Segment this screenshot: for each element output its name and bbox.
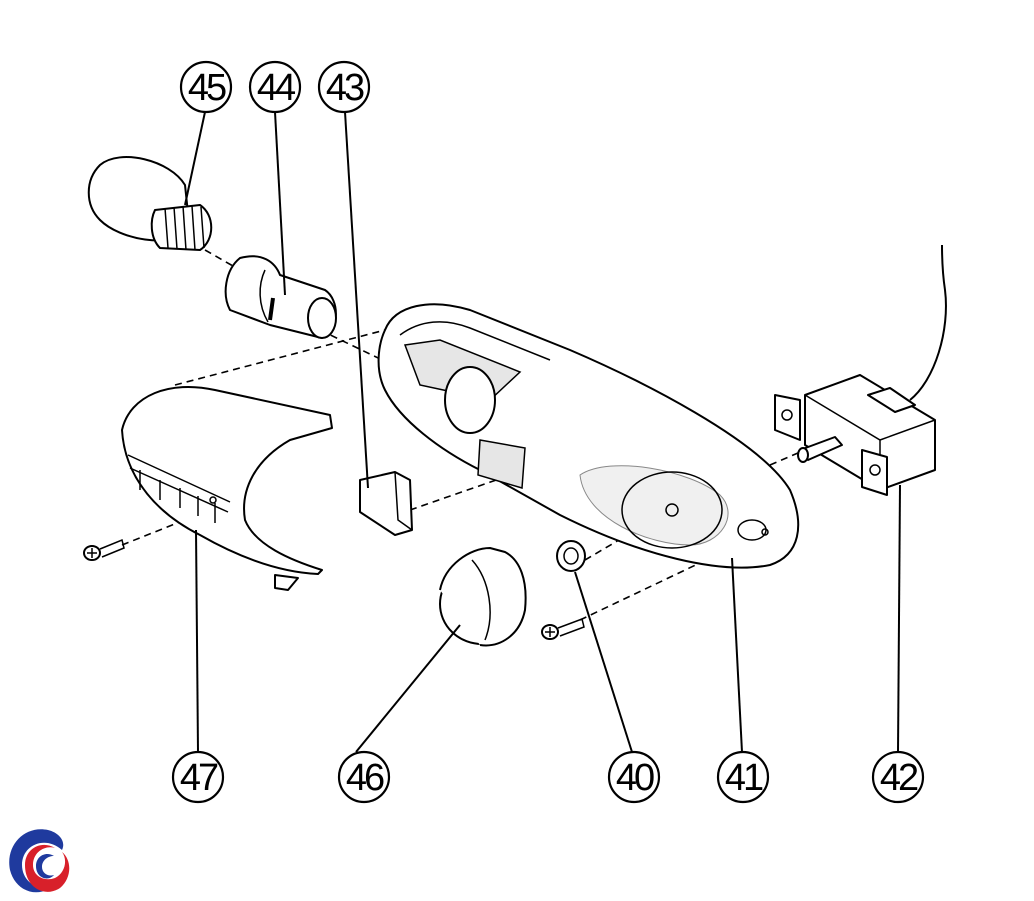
callout-43: 43 [317, 60, 371, 114]
callout-42: 42 [871, 750, 925, 804]
callout-47: 47 [171, 750, 225, 804]
callout-45-label: 45 [188, 67, 226, 109]
callout-45: 45 [179, 60, 233, 114]
callout-40-label: 40 [616, 757, 654, 799]
callout-47-label: 47 [180, 757, 218, 799]
screw-left-part [83, 538, 125, 561]
callout-40: 40 [607, 750, 661, 804]
callout-46: 46 [337, 750, 391, 804]
callout-44: 44 [248, 60, 302, 114]
callout-42-label: 42 [880, 757, 918, 799]
washer-part [556, 540, 586, 572]
lens-part [439, 547, 527, 647]
bulb-part [87, 156, 213, 251]
brand-logo-icon [9, 829, 70, 893]
screw-lower-part [541, 618, 585, 640]
mount-part [774, 244, 947, 496]
lens-cover-part [121, 386, 333, 591]
housing-part [377, 303, 800, 569]
callout-41-label: 41 [725, 757, 763, 799]
callout-41: 41 [716, 750, 770, 804]
callout-46-label: 46 [346, 757, 384, 799]
callout-43-label: 43 [326, 67, 364, 109]
clip-part [359, 471, 413, 536]
socket-part [224, 255, 337, 339]
leader-lines [184, 111, 901, 753]
callout-44-label: 44 [257, 67, 296, 109]
